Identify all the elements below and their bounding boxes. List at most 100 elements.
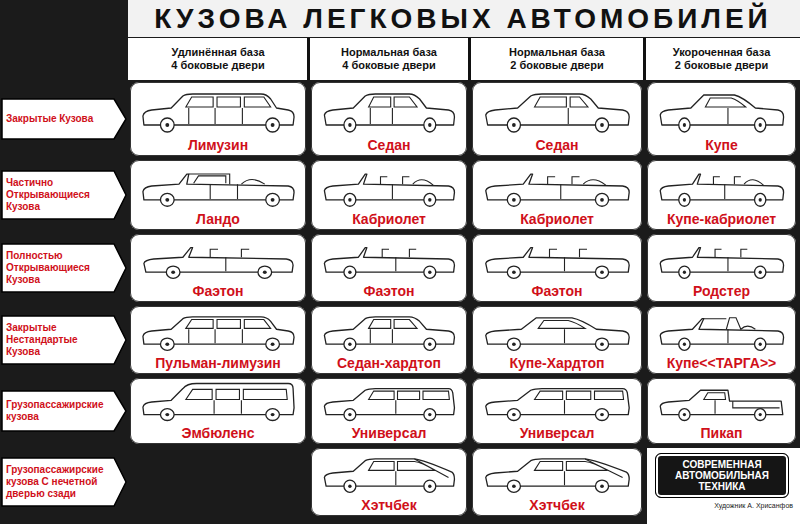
- body-type-name: Ландо: [196, 211, 240, 227]
- body-type-cell: Фаэтон: [472, 234, 642, 302]
- title-wrap: КУЗОВА ЛЕГКОВЫХ АВТОМОБИЛЕЙ: [130, 0, 796, 37]
- header-divider: [468, 38, 471, 80]
- body-type-name: Универсал: [520, 425, 595, 441]
- body-type-name: Родстер: [693, 283, 750, 299]
- body-type-name: Пульман-лимузин: [155, 355, 281, 371]
- hardtop-drawing: [324, 317, 454, 350]
- body-type-name: Купе-Хардтоп: [509, 355, 604, 371]
- phaeton-drawing: [324, 248, 454, 279]
- targa-drawing: [660, 318, 783, 351]
- body-type-name: Пикап: [701, 425, 743, 441]
- credit-wrap: Художник А. Хрисанфов: [655, 500, 793, 510]
- body-type-cell: Пикап: [647, 378, 796, 444]
- body-type-cell: Фаэтон: [311, 234, 467, 302]
- row-arrow-box: Грузопассажирские кузова: [1, 390, 127, 432]
- column-header: Нормальная база 4 боковые двери: [317, 46, 461, 72]
- row-label: Грузопассажирские кузова С нечетной двер…: [1, 460, 127, 504]
- body-type-cell: Купе: [647, 82, 796, 156]
- header-divider: [307, 38, 310, 80]
- hardtop-drawing: [486, 318, 629, 351]
- body-type-name: Лимузин: [188, 137, 248, 153]
- body-type-cell: Фаэтон: [130, 234, 306, 302]
- body-type-cell: Универсал: [472, 378, 642, 444]
- sedan-drawing: [324, 94, 454, 132]
- header-wrap: Укороченная база 2 боковые двери: [647, 38, 796, 80]
- body-type-cell: Седан: [472, 82, 642, 156]
- row-arrow-box: Закрытые Нестандартые Кузова: [1, 315, 127, 365]
- header-band: [128, 38, 800, 80]
- artist-credit: Художник А. Хрисанфов: [714, 501, 793, 510]
- row-arrow-box: Частично Открывающиеся Кузова: [1, 170, 127, 220]
- hatchback-drawing: [486, 459, 629, 492]
- body-type-cell: Лимузин: [130, 82, 306, 156]
- row-arrow-box: Грузопассажирские кузова С нечетной двер…: [1, 457, 127, 507]
- body-type-name: Универсал: [352, 425, 427, 441]
- body-type-cell: Универсал: [311, 378, 467, 444]
- limousine-drawing: [143, 94, 294, 132]
- phaeton-drawing: [486, 248, 629, 279]
- logo-ground: [647, 448, 800, 524]
- body-type-cell: Кабриолет: [311, 160, 467, 230]
- body-type-cell: Купе-кабриолет: [647, 160, 796, 230]
- body-type-cell: Кабриолет: [472, 160, 642, 230]
- column-header: Укороченная база 2 боковые двери: [653, 46, 790, 72]
- hatchback-drawing: [324, 459, 454, 492]
- pullman-drawing: [143, 317, 294, 350]
- title-band: [128, 0, 800, 37]
- body-type-name: Фаэтон: [364, 283, 415, 299]
- row-label: Закрытые Нестандартые Кузова: [1, 318, 127, 362]
- landau-drawing: [143, 174, 294, 206]
- body-type-cell: Хэтчбек: [311, 448, 467, 516]
- header-wrap: Нормальная база 4 боковые двери: [311, 38, 467, 80]
- body-type-name: Седан-хардтоп: [337, 355, 441, 371]
- body-type-cell: Купе-Хардтоп: [472, 306, 642, 374]
- header-divider: [643, 38, 646, 80]
- roadster-drawing: [660, 248, 783, 279]
- body-type-name: Купе-кабриолет: [667, 211, 776, 227]
- body-type-cell: Родстер: [647, 234, 796, 302]
- body-type-name: Кабриолет: [520, 211, 594, 227]
- cell-grounds: [130, 82, 796, 516]
- header-wrap: Удлинённая база 4 боковые двери: [130, 38, 306, 80]
- body-type-name: Фаэтон: [193, 283, 244, 299]
- body-type-name: Фаэтон: [532, 283, 583, 299]
- pickup-drawing: [660, 390, 783, 420]
- ambulance-drawing: [143, 384, 294, 421]
- car-drawings: [143, 94, 784, 492]
- body-type-name: Хэтчбек: [529, 497, 584, 513]
- publisher-logo: СОВРЕМЕННАЯ АВТОМОБИЛЬНАЯ ТЕХНИКА: [655, 453, 789, 498]
- body-type-name: Седан: [367, 137, 410, 153]
- body-type-cell: Пульман-лимузин: [130, 306, 306, 374]
- cabriolet-drawing: [324, 174, 454, 206]
- row-label: Грузопассажирские кузова: [1, 395, 127, 427]
- wagon-drawing: [486, 389, 629, 421]
- body-type-cell: Седан-хардтоп: [311, 306, 467, 374]
- column-header: Нормальная база 2 боковые двери: [478, 46, 636, 72]
- row-label: Частично Открывающиеся Кузова: [1, 173, 127, 217]
- body-type-cell: Купе<<ТАРГА>>: [647, 306, 796, 374]
- body-type-cell: Ландо: [130, 160, 306, 230]
- row-label: Полностью Открывающиеся Кузова: [1, 246, 127, 290]
- row-arrow-box: Полностью Открывающиеся Кузова: [1, 243, 127, 293]
- header-wrap: Нормальная база 2 боковые двери: [472, 38, 642, 80]
- row-arrow-box: Закрытые Кузова: [1, 98, 127, 140]
- cabriolet-drawing: [486, 174, 629, 206]
- phaeton-drawing: [144, 248, 293, 279]
- body-type-cell: Седан: [311, 82, 467, 156]
- cabriolet-drawing: [660, 174, 783, 206]
- body-type-cell: Хэтчбек: [472, 448, 642, 516]
- coupe-drawing: [660, 95, 783, 132]
- logo-text: СОВРЕМЕННАЯ АВТОМОБИЛЬНАЯ ТЕХНИКА: [662, 459, 782, 492]
- sedan-drawing: [486, 94, 629, 132]
- body-type-name: Хэтчбек: [361, 497, 416, 513]
- body-type-name: Купе<<ТАРГА>>: [667, 355, 777, 371]
- body-type-cell: Эмбюленс: [130, 378, 306, 444]
- body-type-name: Эмбюленс: [181, 425, 254, 441]
- column-header: Удлинённая база 4 боковые двери: [136, 46, 300, 72]
- row-label: Закрытые Кузова: [1, 109, 127, 129]
- body-type-name: Кабриолет: [352, 211, 426, 227]
- wagon-drawing: [324, 389, 454, 421]
- body-type-name: Купе: [705, 137, 738, 153]
- title: КУЗОВА ЛЕГКОВЫХ АВТОМОБИЛЕЙ: [154, 3, 772, 35]
